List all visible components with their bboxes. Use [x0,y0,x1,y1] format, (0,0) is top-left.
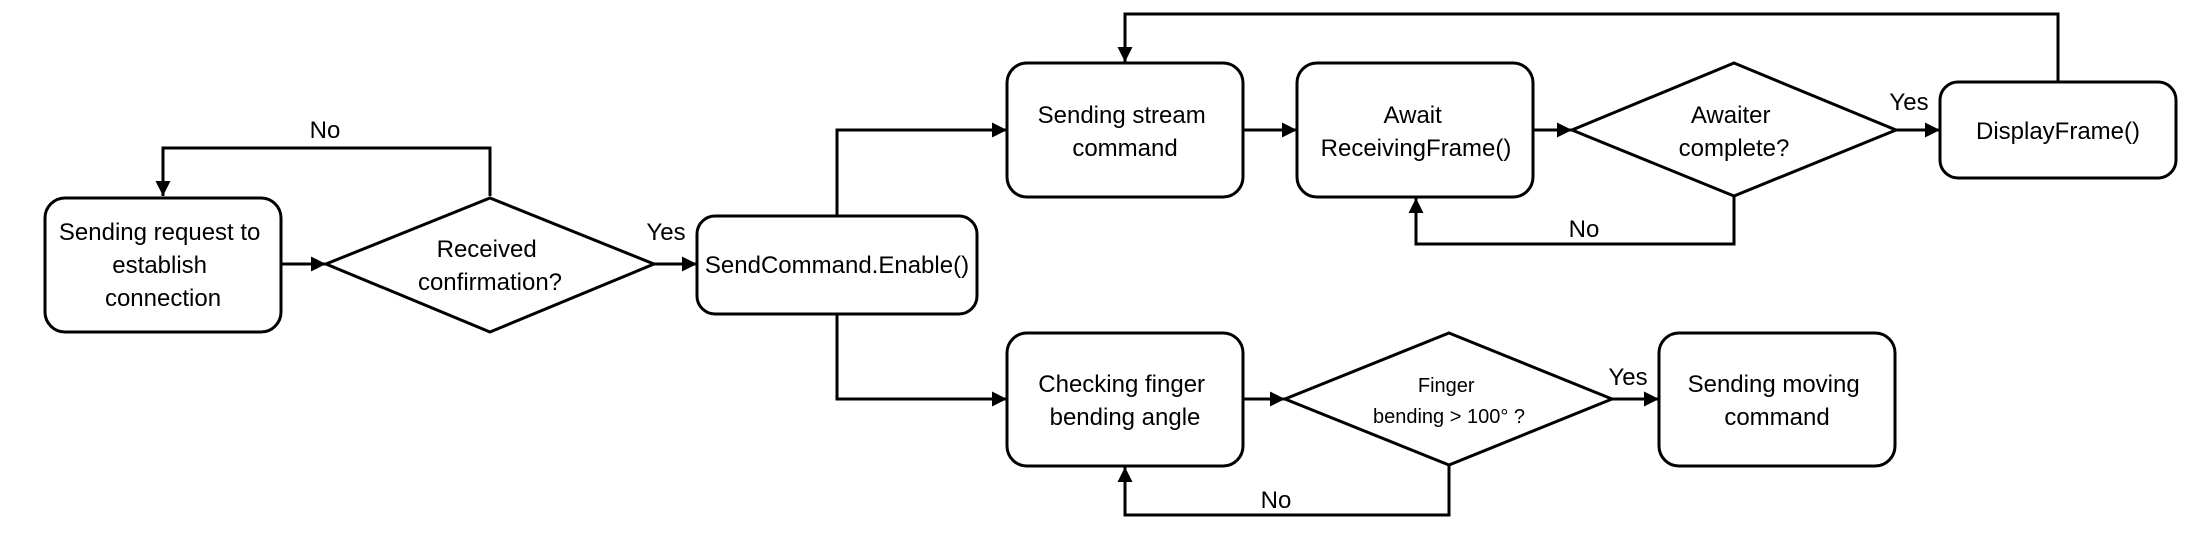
svg-text:Sending request to estab: Sending request to establish connection [59,219,267,312]
edge-enable-to-stream [835,122,1007,215]
node-stream-line-2: command [1072,135,1177,162]
node-await-line-1: Await [1384,102,1443,129]
node-display-line-1: DisplayFrame() [1976,118,2140,145]
label-complete-no: No [1569,216,1600,243]
svg-text:Checking finger bending: Checking finger bending angle [1038,371,1211,431]
label-confirm-no: No [310,117,341,144]
label-complete-yes: Yes [1889,89,1928,116]
node-stream-line-1: Sending stream [1038,102,1206,129]
node-moving-line-2: command [1724,404,1829,431]
node-display: DisplayFrame() [1938,80,2178,180]
node-enable: SendCommand.Enable() [695,214,979,316]
node-confirm: Received confirmation? [322,196,658,334]
node-request: Sending request to establish connection [43,196,283,334]
svg-text:Awaiter complete?: Awaiter complete? [1679,102,1790,162]
edge-display-loop-to-stream [1117,12,2060,82]
svg-text:Received confirmation?: Received confirmation? [418,236,562,296]
node-angle: Checking finger bending angle [1005,331,1245,468]
node-moving: Sending moving command [1657,331,1897,468]
svg-text:DisplayFrame(): DisplayFrame() [1976,118,2140,145]
edge-confirm-no-loop [155,146,492,196]
node-await-line-2: ReceivingFrame() [1321,135,1512,162]
svg-text:SendCommand.Enable(): SendCommand.Enable() [705,252,969,279]
svg-text:Finger bending > 100° ?: Finger bending > 100° ? [1373,375,1525,428]
node-confirm-line-2: confirmation? [418,269,562,296]
node-request-line-1: Sending request to [59,219,260,246]
label-confirm-yes: Yes [646,219,685,246]
edge-enable-to-angle [835,314,1007,407]
node-complete-line-1: Awaiter [1691,102,1771,129]
node-confirm-line-1: Received [437,236,537,263]
node-complete-line-2: complete? [1679,135,1790,162]
svg-text:Await ReceivingFrame(): Await ReceivingFrame() [1321,102,1512,162]
edge-bending-no-loop [1117,465,1451,517]
node-bending-line-1: Finger [1418,375,1475,397]
node-moving-line-1: Sending moving [1688,371,1860,398]
node-bending: Finger bending > 100° ? [1280,331,1616,467]
node-request-line-2: establish [112,252,207,279]
edge-complete-no-loop [1408,196,1736,246]
node-complete: Awaiter complete? [1568,61,1900,198]
label-bending-yes: Yes [1608,364,1647,391]
node-angle-line-1: Checking finger [1038,371,1205,398]
node-await: Await ReceivingFrame() [1295,61,1535,199]
node-stream: Sending stream command [1005,61,1245,199]
node-angle-line-2: bending angle [1050,404,1201,431]
node-enable-line-1: SendCommand.Enable() [705,252,969,279]
node-bending-line-2: bending > 100° ? [1373,406,1525,428]
svg-text:Sending stream command: Sending stream command [1038,102,1213,162]
node-request-line-3: connection [105,285,221,312]
label-bending-no: No [1261,487,1292,514]
svg-text:Sending moving command: Sending moving command [1688,371,1867,431]
